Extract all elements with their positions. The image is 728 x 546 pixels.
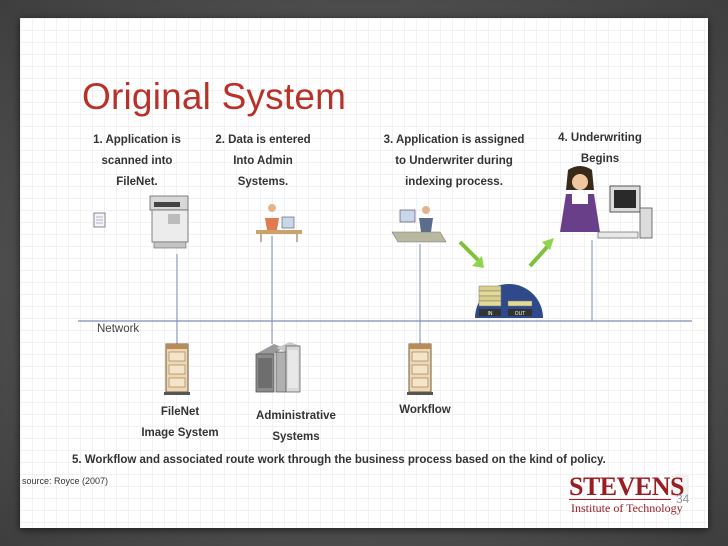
slide-grid-background [20, 18, 708, 528]
slide: Original System 1. Application is scanne… [20, 18, 708, 528]
queue-in-label: IN [488, 311, 493, 317]
workflow-server-icon [407, 343, 433, 395]
logo-divider [569, 499, 671, 500]
admin-systems-server-icon [255, 342, 301, 393]
arrow-to-underwriter-icon [528, 238, 554, 268]
step-3-label: 3. Application is assigned to Underwrite… [383, 134, 525, 188]
underwriter-icon [560, 166, 653, 239]
page-number: 34 [676, 492, 690, 506]
workflow-label: Workflow [399, 404, 451, 416]
data-entry-clerk-icon [256, 204, 302, 242]
source-citation: source: Royce (2007) [22, 476, 109, 486]
filenet-server-icon [164, 343, 190, 395]
stevens-emblem-icon [671, 475, 689, 497]
system-diagram: IN OUT [78, 166, 692, 497]
queue-out-label: OUT [515, 311, 526, 317]
slide-title: Original System [82, 76, 347, 117]
work-queue-icon: IN OUT [475, 284, 543, 318]
scanner-icon [149, 195, 189, 249]
document-icon [93, 212, 106, 228]
footer-note: 5. Workflow and associated route work th… [72, 454, 606, 466]
step-4-label: 4. Underwriting Begins [558, 132, 642, 165]
step-1-label: 1. Application is scanned into FileNet. [93, 134, 181, 188]
stevens-logo-name: STEVENS [569, 472, 685, 501]
step-2-label: 2. Data is entered Into Admin Systems. [215, 134, 311, 188]
arrow-to-queue-icon [458, 240, 484, 268]
filenet-system-label: FileNet Image System [141, 406, 219, 439]
network-label: Network [97, 323, 140, 335]
indexing-clerk-icon [391, 206, 447, 243]
admin-systems-label: Administrative Systems [256, 410, 336, 443]
stevens-logo-subtitle: Institute of Technology [571, 501, 683, 515]
